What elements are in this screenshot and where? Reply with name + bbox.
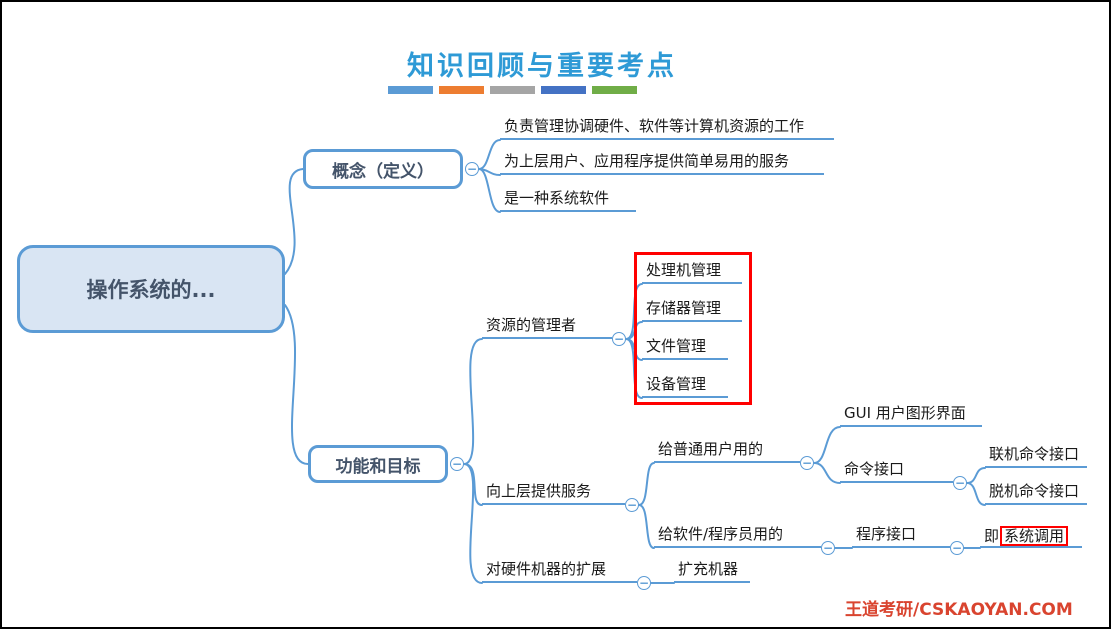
topic-concept-child[interactable]: 是一种系统软件 — [500, 188, 636, 212]
topic-offline-command[interactable]: 脱机命令接口 — [985, 481, 1087, 505]
page-title: 知识回顾与重要考点 — [407, 51, 677, 82]
collapse-icon[interactable]: − — [821, 541, 835, 555]
topic-cpu-management[interactable]: 处理机管理 — [642, 260, 742, 284]
watermark: 王道考研/CSKAOYAN.COM — [845, 600, 1073, 620]
collapse-icon[interactable]: − — [800, 456, 814, 470]
collapse-icon[interactable]: − — [950, 541, 964, 555]
topic-system-call[interactable]: 即系统调用 — [980, 524, 1082, 548]
highlight-box-system-call: 系统调用 — [1000, 526, 1069, 546]
collapse-icon[interactable]: − — [625, 498, 639, 512]
collapse-icon[interactable]: − — [612, 332, 626, 346]
topic-concept-child[interactable]: 负责管理协调硬件、软件等计算机资源的工作 — [500, 116, 834, 140]
topic-memory-management[interactable]: 存储器管理 — [642, 298, 742, 322]
topic-online-command[interactable]: 联机命令接口 — [985, 444, 1087, 468]
topic-program-interface[interactable]: 程序接口 — [852, 524, 950, 548]
topic-file-management[interactable]: 文件管理 — [642, 336, 728, 360]
topic-services[interactable]: 向上层提供服务 — [482, 481, 625, 505]
accent-bars — [388, 86, 637, 94]
root-topic[interactable]: 操作系统的... — [17, 245, 285, 333]
collapse-icon[interactable]: − — [953, 476, 967, 490]
accent-bar — [541, 86, 586, 94]
topic-programmer[interactable]: 给软件/程序员用的 — [654, 524, 821, 548]
accent-bar — [439, 86, 484, 94]
topic-device-management[interactable]: 设备管理 — [642, 374, 728, 398]
accent-bar — [592, 86, 637, 94]
accent-bar — [388, 86, 433, 94]
topic-resource-manager[interactable]: 资源的管理者 — [482, 315, 612, 339]
topic-hardware-extension[interactable]: 对硬件机器的扩展 — [482, 559, 637, 583]
collapse-icon[interactable]: − — [465, 162, 479, 176]
topic-gui[interactable]: GUI 用户图形界面 — [840, 403, 982, 427]
topic-command-interface[interactable]: 命令接口 — [840, 459, 953, 483]
topic-concept-child[interactable]: 为上层用户、应用程序提供简单易用的服务 — [500, 151, 824, 175]
topic-functions[interactable]: 功能和目标 — [308, 445, 448, 483]
collapse-icon[interactable]: − — [450, 457, 464, 471]
topic-ordinary-user[interactable]: 给普通用户用的 — [654, 439, 800, 463]
system-call-prefix: 即 — [984, 527, 1000, 545]
collapse-icon[interactable]: − — [637, 576, 651, 590]
accent-bar — [490, 86, 535, 94]
topic-extended-machine[interactable]: 扩充机器 — [674, 559, 750, 583]
topic-concept[interactable]: 概念（定义） — [303, 149, 463, 189]
